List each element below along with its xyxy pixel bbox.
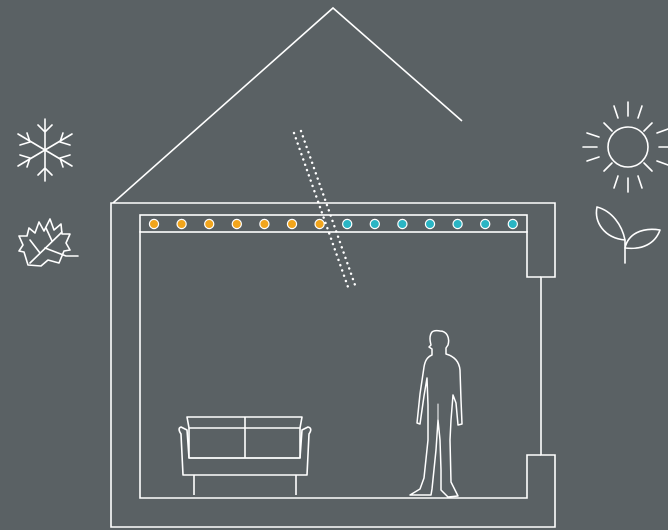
cool-dot-1	[342, 218, 353, 230]
warm-dot-5	[259, 218, 270, 230]
sprout-icon	[595, 206, 661, 264]
cool-dot-2	[369, 218, 380, 230]
warm-dot-1	[148, 218, 160, 230]
cool-dot-7	[507, 218, 518, 230]
warm-dot-2	[176, 218, 187, 230]
cool-dot-4	[424, 218, 436, 230]
warm-dot-7	[314, 218, 325, 230]
cool-dot-6	[480, 218, 491, 230]
snowflake-icon	[17, 118, 73, 182]
sunlight-line-1	[292, 131, 350, 289]
sunlight-line-2	[299, 129, 357, 287]
standing-person	[409, 329, 463, 498]
cool-dot-5	[452, 218, 463, 230]
house-inner-wall	[139, 231, 541, 499]
cool-dot-3	[397, 218, 408, 230]
sun-icon	[582, 101, 668, 193]
autumn-leaf-icon	[18, 218, 79, 267]
warm-dot-3	[203, 218, 215, 230]
ceiling-dots	[148, 218, 518, 230]
roof-outline	[112, 6, 463, 204]
ceiling-panel	[139, 214, 528, 233]
sofa	[178, 416, 312, 495]
warm-dot-4	[231, 218, 242, 230]
warm-dot-6	[286, 218, 298, 230]
sofa-base	[178, 426, 312, 476]
sunlight-band	[292, 129, 357, 289]
